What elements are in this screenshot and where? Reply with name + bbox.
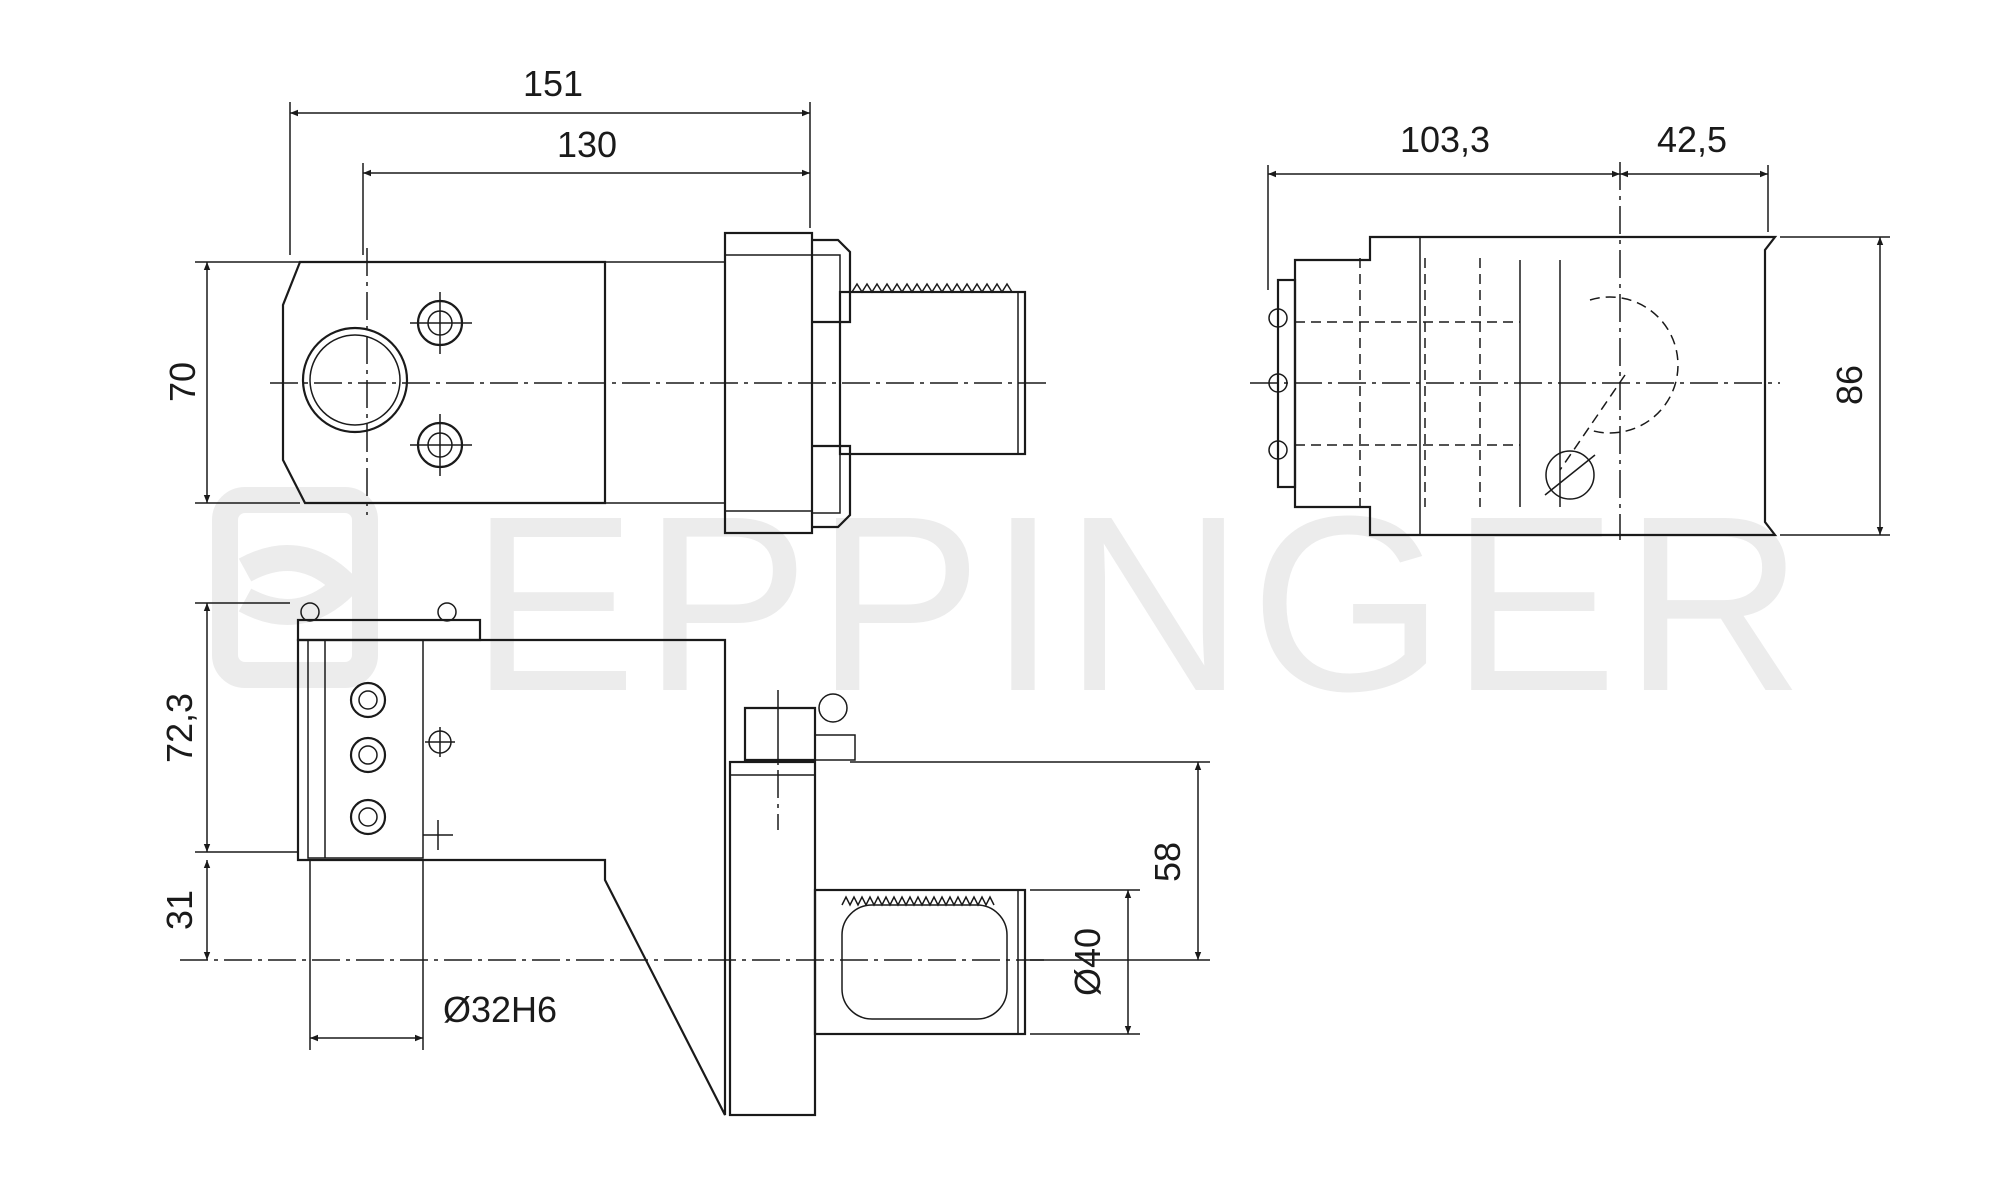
dim-103-3: 103,3 (1400, 119, 1490, 160)
dim-42-5: 42,5 (1657, 119, 1727, 160)
eppinger-watermark: EPPINGER (212, 464, 1810, 743)
eppinger-logo-icon (212, 487, 378, 688)
dim-70: 70 (162, 362, 203, 402)
dim-58: 58 (1147, 842, 1188, 882)
dim-86: 86 (1829, 365, 1870, 405)
dim-diameter-40: Ø40 (1067, 928, 1108, 996)
front-view: 151 130 70 (162, 63, 1050, 535)
dim-72-3: 72,3 (159, 693, 200, 763)
dim-130: 130 (557, 124, 617, 165)
dim-diameter-32h6: Ø32H6 (443, 989, 557, 1030)
bottom-view: 72,3 31 58 Ø40 Ø32H6 (159, 602, 1210, 1117)
watermark-brand: EPPINGER (470, 464, 1810, 743)
dim-31: 31 (159, 890, 200, 930)
side-view: 103,3 42,5 86 (1250, 119, 1890, 540)
dim-151: 151 (523, 63, 583, 104)
